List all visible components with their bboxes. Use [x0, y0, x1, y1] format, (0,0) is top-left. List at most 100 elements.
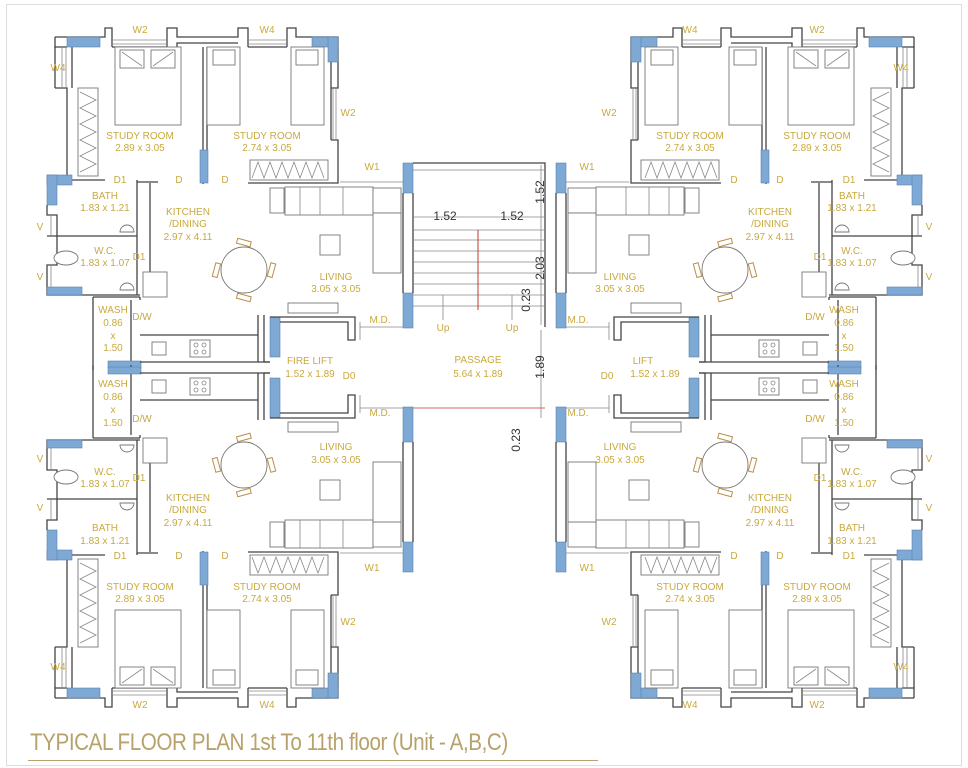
door-d1: D1 [843, 175, 856, 186]
door-d1: D1 [814, 252, 827, 263]
window-w2-side: W2 [341, 108, 356, 119]
wash-depth: 1.50 [834, 343, 854, 354]
wc-size: 1.83 x 1.07 [827, 258, 877, 269]
wc-label: W.C. [841, 467, 863, 478]
fire-lift-label: FIRE LIFT [287, 356, 333, 367]
wash-x: x [111, 405, 116, 416]
window-w4-side: W4 [51, 63, 66, 74]
stair-up-right: Up [506, 323, 519, 334]
main-door-tl: M.D. [369, 315, 390, 326]
dining-label: /DINING [169, 505, 207, 516]
door-d: D [175, 175, 182, 186]
door-d1: D1 [814, 473, 827, 484]
window-w2-side: W2 [602, 108, 617, 119]
bath-size: 1.83 x 1.21 [827, 536, 877, 547]
door-dw: D/W [805, 414, 825, 425]
bath-label: BATH [92, 191, 118, 202]
bath-label: BATH [92, 523, 118, 534]
window-w4-side: W4 [894, 63, 909, 74]
ventilator-v: V [37, 503, 44, 514]
drawing-frame [6, 4, 962, 766]
ventilator-v: V [926, 222, 933, 233]
door-d1: D1 [133, 252, 146, 263]
lift-label: LIFT [633, 356, 654, 367]
kitchen-size: 2.97 x 4.11 [746, 518, 795, 529]
main-door-br: M.D. [567, 408, 588, 419]
door-d: D [730, 551, 737, 562]
living-size: 3.05 x 3.05 [311, 455, 361, 466]
wash-x: x [842, 405, 847, 416]
ventilator-v: V [926, 272, 933, 283]
window-w2: W2 [810, 700, 825, 711]
gap-bottom: 0.23 [509, 428, 523, 452]
living-label: LIVING [320, 442, 353, 453]
door-dw: D/W [132, 414, 152, 425]
living-label: LIVING [604, 442, 637, 453]
window-w2-side: W2 [341, 617, 356, 628]
study-room-2-label: STUDY ROOM [656, 582, 724, 593]
window-w1: W1 [365, 162, 380, 173]
main-door-bl: M.D. [369, 408, 390, 419]
fire-lift-size: 1.52 x 1.89 [285, 369, 335, 380]
study-room-1-label: STUDY ROOM [106, 131, 174, 142]
wash-depth: 1.50 [103, 343, 123, 354]
study-room-2-label: STUDY ROOM [233, 582, 301, 593]
bath-size: 1.83 x 1.21 [80, 203, 130, 214]
kitchen-size: 2.97 x 4.11 [164, 232, 213, 243]
unit-bottom-right-labels: W2 W4 W4 W2 W1 STUDY ROOM 2.89 x 3.05 ST… [580, 379, 933, 711]
ventilator-v: V [37, 222, 44, 233]
door-d: D [730, 175, 737, 186]
window-w4: W4 [683, 700, 698, 711]
window-w1: W1 [365, 563, 380, 574]
study-room-1-label: STUDY ROOM [783, 131, 851, 142]
wash-width: 0.86 [103, 318, 123, 329]
study-room-2-label: STUDY ROOM [233, 131, 301, 142]
stair-up-left: Up [437, 323, 450, 334]
wash-label: WASH [98, 305, 128, 316]
kitchen-size: 2.97 x 4.11 [746, 232, 795, 243]
kitchen-label: KITCHEN [748, 207, 792, 218]
study-room-1-label: STUDY ROOM [783, 582, 851, 593]
door-d: D [221, 175, 228, 186]
study-room-2-size: 2.74 x 3.05 [665, 594, 715, 605]
bath-label: BATH [839, 191, 865, 202]
staircase [413, 162, 546, 418]
study-room-2-label: STUDY ROOM [656, 131, 724, 142]
wc-size: 1.83 x 1.07 [80, 479, 130, 490]
study-room-2-size: 2.74 x 3.05 [242, 594, 292, 605]
ventilator-v: V [37, 272, 44, 283]
study-room-1-size: 2.89 x 3.05 [115, 143, 165, 154]
bath-size: 1.83 x 1.21 [827, 203, 877, 214]
plan-title: TYPICAL FLOOR PLAN 1st To 11th floor (Un… [30, 729, 508, 756]
door-d1: D1 [843, 551, 856, 562]
study-room-2-size: 2.74 x 3.05 [242, 143, 292, 154]
ventilator-v: V [37, 454, 44, 465]
stair-width-right: 1.52 [500, 209, 524, 223]
window-w4: W4 [683, 25, 698, 36]
dining-label: /DINING [751, 219, 789, 230]
ventilator-v: V [926, 503, 933, 514]
door-d1: D1 [133, 473, 146, 484]
wc-size: 1.83 x 1.07 [80, 258, 130, 269]
kitchen-size: 2.97 x 4.11 [164, 518, 213, 529]
unit-top-right-geometry [555, 27, 923, 371]
window-w2-side: W2 [602, 617, 617, 628]
living-size: 3.05 x 3.05 [311, 284, 361, 295]
wash-depth: 1.50 [834, 418, 854, 429]
wash-width: 0.86 [103, 392, 123, 403]
door-dw: D/W [805, 312, 825, 323]
wash-x: x [842, 331, 847, 342]
kitchen-label: KITCHEN [166, 207, 210, 218]
main-door-tr: M.D. [567, 315, 588, 326]
kitchen-label: KITCHEN [166, 493, 210, 504]
living-size: 3.05 x 3.05 [595, 455, 645, 466]
passage-size: 5.64 x 1.89 [453, 369, 503, 380]
wash-x: x [111, 331, 116, 342]
study-room-1-label: STUDY ROOM [106, 582, 174, 593]
wash-label: WASH [98, 379, 128, 390]
passage-label: PASSAGE [454, 355, 501, 366]
window-w2: W2 [133, 700, 148, 711]
door-d: D [776, 175, 783, 186]
window-w2: W2 [810, 25, 825, 36]
